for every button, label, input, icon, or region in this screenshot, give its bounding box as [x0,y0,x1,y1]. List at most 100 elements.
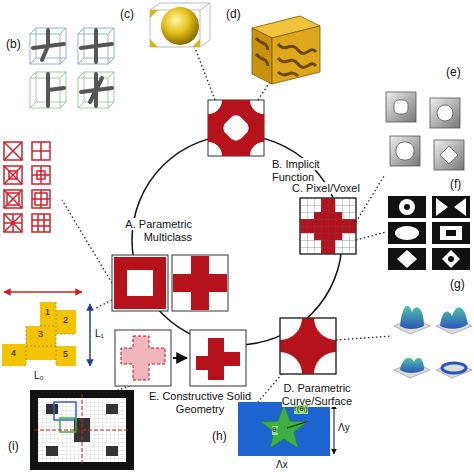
grey-cube [386,92,464,170]
sphere-cell [150,10,200,47]
hollow-square-thumb [127,270,153,296]
class-icon [4,214,22,232]
hollow-square-thumb [112,255,168,311]
csg-thumb [173,357,187,359]
sphere-cell [161,7,199,45]
panel-label: (e) [446,66,461,79]
parametric-shape [89,304,91,366]
leader-line [96,300,112,308]
leader-line [356,176,384,222]
voxel-thumb [300,198,356,254]
leader-line [336,336,392,340]
grey-cube [440,146,458,164]
gyroid-block [278,44,316,76]
surface-plot [400,306,424,329]
lattice-cube [78,72,114,108]
pixel-pattern [388,196,470,270]
class-icon [4,142,22,160]
surface-plot [436,362,472,378]
lattice-cube [78,72,114,108]
cross-thumb [172,255,228,311]
class-icon [9,171,17,179]
dimension-label: 5 [63,350,68,360]
parametric-shape [26,302,76,366]
parametric-shape [2,344,26,366]
lattice-cube [30,28,66,64]
category-label: A. Parametric Multiclass [110,218,192,245]
category-name: B. Implicit Function [272,158,320,183]
grey-cube [430,98,460,128]
voxel-thumb [300,198,356,254]
pixel-pattern [395,226,419,240]
class-icon [4,214,22,232]
dimension-label: 3 [38,330,43,340]
panel-label: (d) [226,8,241,21]
star-cell [238,402,330,456]
grid-design [34,394,130,466]
gyroid-block [272,26,320,84]
parametric-shape [56,310,76,334]
curve-thumb [280,318,336,374]
surface-plot [394,358,430,378]
parametric-shape [40,302,56,326]
panel-label: (i) [8,440,19,453]
pixel-pattern [436,198,466,216]
parametric-shape [26,326,56,346]
implicit-thumb [208,100,264,156]
gyroid-block [252,28,272,84]
pixel-pattern [399,199,415,215]
grey-cube [394,100,408,114]
cross-thumb [172,255,228,311]
dimension-label: L₀ [34,370,44,381]
category-label: C. Pixel/Voxel [292,182,392,196]
category-name: E. Constructive Solid Geometry [149,390,251,415]
parametric-shape [4,291,82,293]
pixel-pattern [432,196,470,218]
dimension-label: Λx [276,459,288,470]
grey-cube [390,136,420,166]
parametric-shape [56,346,76,366]
class-icon [4,142,50,232]
surface-plot [442,363,466,373]
lattice-cube [30,28,114,108]
grid-design [30,390,134,470]
class-icon [37,171,45,179]
leader-line [62,200,112,283]
class-icon [4,190,22,208]
lattice-cube [48,74,64,106]
gyroid-block [256,38,268,66]
class-icon [7,193,19,205]
dimension-label: 2 [63,316,68,326]
surface-plot [436,362,472,378]
dimension-label: 1 [45,308,50,318]
category-label: B. Implicit Function [272,158,344,185]
dimension-label: 4 [11,349,16,359]
pixel-pattern [440,226,462,240]
sphere-cell [150,3,210,47]
grey-cube [437,105,453,121]
csg-thumb [190,330,246,386]
dimension-label: L₁ [95,328,104,339]
category-name: C. Pixel/Voxel [292,182,360,194]
pixel-pattern [432,222,470,244]
class-icon [32,190,50,208]
panel-label: (g) [450,278,465,291]
leader-line [195,48,215,100]
dimension-label: r(θᵢ) [294,405,308,414]
star-cell [238,402,334,456]
class-icon [4,142,22,160]
implicit-thumb [208,100,264,156]
sphere-cell [150,3,210,47]
lattice-cube [33,30,64,60]
surface-plot [436,307,472,334]
parametric-shape [26,346,56,360]
panel-label: (c) [120,8,134,21]
class-icon [4,166,22,184]
grey-cube [396,142,414,160]
csg-thumb [121,336,165,380]
voxel-thumb [300,198,356,254]
gyroid-block [252,16,320,84]
